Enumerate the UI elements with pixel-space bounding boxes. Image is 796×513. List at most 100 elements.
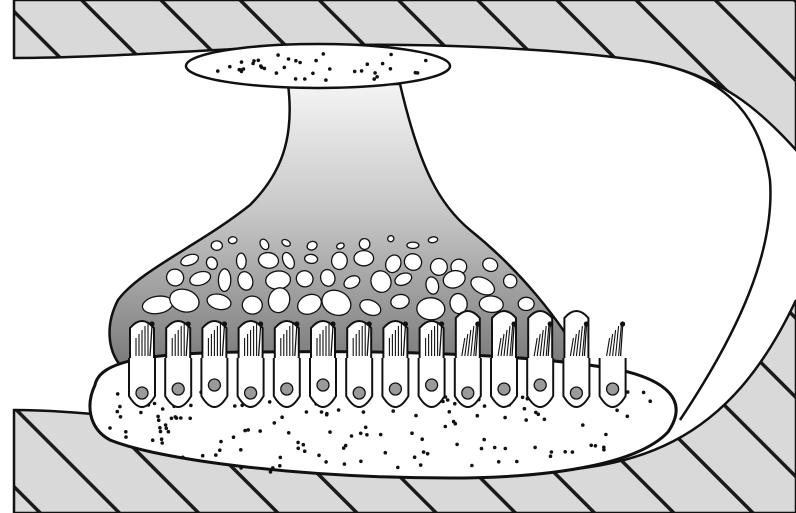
- nucleus: [607, 383, 619, 395]
- hair-cell: [129, 321, 155, 407]
- kinocilium-tip: [403, 321, 408, 326]
- dot: [379, 433, 383, 437]
- dot: [604, 433, 608, 437]
- dot: [233, 404, 237, 408]
- dot: [455, 443, 459, 447]
- dot: [278, 464, 282, 468]
- kinocilium-tip: [222, 321, 227, 326]
- dot: [164, 423, 168, 427]
- dot: [476, 414, 480, 418]
- membrane-hole: [354, 251, 374, 266]
- dot: [328, 67, 332, 71]
- dot: [410, 431, 414, 435]
- dot: [359, 432, 363, 436]
- dot: [523, 407, 527, 411]
- hair-cell: [382, 321, 408, 407]
- hair-cell: [274, 321, 300, 407]
- dot: [303, 77, 307, 81]
- dot: [504, 447, 508, 451]
- dot: [156, 415, 160, 419]
- dot: [350, 434, 354, 438]
- dot: [271, 466, 275, 470]
- dot: [280, 415, 284, 419]
- dot: [159, 430, 163, 434]
- hair-cell: [201, 321, 227, 407]
- dot: [482, 438, 486, 442]
- dot: [119, 415, 123, 419]
- dot: [296, 447, 300, 451]
- dot: [157, 418, 161, 422]
- dot: [615, 409, 619, 413]
- nucleus: [534, 379, 546, 391]
- dot: [419, 463, 423, 467]
- nucleus: [462, 387, 474, 399]
- dot: [626, 415, 630, 419]
- dot: [324, 460, 328, 464]
- dot: [424, 59, 428, 63]
- upper-attachment: [186, 44, 450, 88]
- kinocilium-tip: [186, 321, 191, 326]
- dot: [470, 464, 474, 468]
- dot: [165, 427, 169, 431]
- membrane-hole: [430, 258, 448, 276]
- dot: [228, 65, 232, 69]
- nucleus: [208, 379, 220, 391]
- dot: [420, 437, 424, 441]
- canal-chamber: [650, 62, 770, 420]
- dot: [337, 408, 341, 412]
- membrane-hole: [331, 252, 347, 270]
- dot: [188, 417, 192, 421]
- dot: [246, 428, 250, 432]
- dot: [322, 52, 326, 56]
- dot: [324, 78, 328, 82]
- hair-cell: [165, 321, 191, 407]
- nucleus: [136, 387, 148, 399]
- dot: [317, 454, 321, 458]
- nucleus: [281, 383, 293, 395]
- dot: [515, 460, 519, 464]
- dot: [571, 450, 575, 454]
- dot: [214, 453, 218, 457]
- dot: [258, 429, 262, 433]
- nucleus: [570, 387, 582, 399]
- dot: [364, 426, 368, 430]
- dot: [243, 429, 247, 433]
- hair-cell: [346, 321, 372, 407]
- dot: [454, 422, 458, 426]
- dot: [305, 410, 309, 414]
- dot: [139, 411, 143, 415]
- dot: [325, 412, 329, 416]
- dot: [242, 67, 246, 71]
- dot: [543, 418, 547, 422]
- dot: [422, 450, 426, 454]
- nucleus: [498, 383, 510, 395]
- dot: [294, 59, 298, 63]
- dot: [124, 435, 128, 439]
- dot: [189, 404, 193, 408]
- dot: [239, 466, 243, 470]
- hair-cell: [238, 321, 264, 407]
- dot: [158, 426, 162, 430]
- membrane-hole: [518, 297, 534, 310]
- dot: [216, 69, 220, 73]
- dot: [170, 417, 174, 421]
- stereocilia-bundle: [607, 321, 626, 356]
- dot: [483, 404, 487, 408]
- dot: [362, 410, 366, 414]
- hair-cell: [310, 321, 336, 407]
- membrane-hole: [407, 242, 419, 248]
- kinocilium-tip: [439, 321, 444, 326]
- dot: [389, 53, 393, 57]
- kinocilium-tip: [367, 321, 372, 326]
- stereocilium: [613, 330, 616, 356]
- dot: [303, 449, 307, 453]
- nucleus: [353, 387, 365, 399]
- dot: [537, 413, 541, 417]
- dot: [298, 61, 302, 65]
- dot: [594, 444, 598, 448]
- membrane-hole: [218, 269, 231, 292]
- dot: [365, 433, 369, 437]
- dot: [311, 72, 315, 76]
